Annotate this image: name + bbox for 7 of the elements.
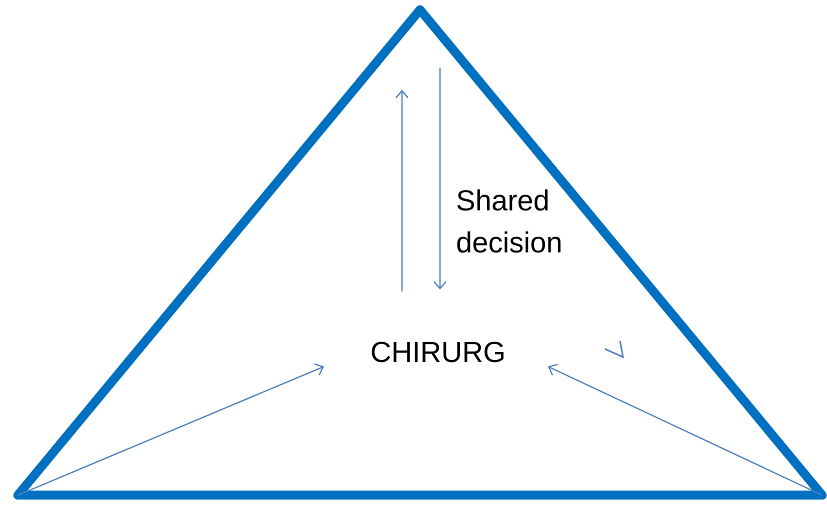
- triangle-outline: [13, 5, 827, 500]
- edge-label: Shared decision: [457, 189, 560, 253]
- arrow: [18, 363, 324, 496]
- arrow: [548, 364, 822, 496]
- arrow: [434, 68, 446, 290]
- arrow: [396, 90, 408, 292]
- node-label: CHIRURG: [372, 342, 504, 362]
